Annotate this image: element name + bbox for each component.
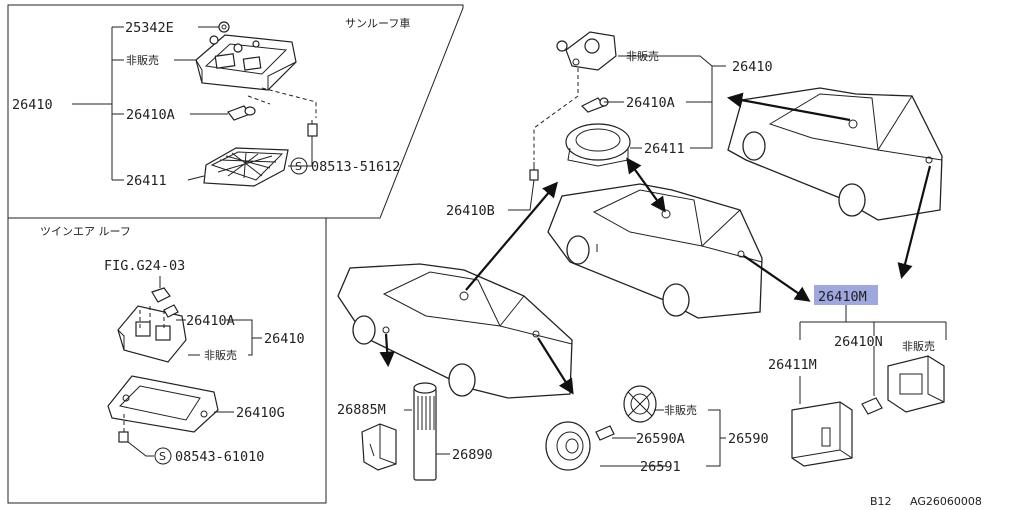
- lens-ring-26411: [565, 123, 631, 167]
- socket-26590: [623, 385, 657, 423]
- label-26410-sunroof: 26410: [12, 97, 53, 113]
- car-sedan-left: [337, 263, 573, 399]
- twin-air-panel-title: ツインエア ルーフ: [40, 225, 131, 238]
- dome-lamp-26410: [556, 31, 617, 71]
- label-screw-08513: 08513-51612: [311, 159, 400, 175]
- label-26410n: 26410N: [834, 334, 883, 350]
- lamp-26890: [413, 382, 437, 481]
- twin-air-bulb: [163, 304, 179, 318]
- label-26410b: 26410B: [446, 203, 495, 219]
- twin-air-lamp-housing: [117, 305, 187, 363]
- bulb-26410a-top: [580, 97, 609, 113]
- label-26410g: 26410G: [236, 405, 285, 421]
- bracket-26885m: [361, 423, 397, 471]
- socket-26410n: [887, 355, 945, 413]
- label-not-for-sale-sunroof: 非販売: [126, 54, 159, 67]
- label-screw-08543: 08543-61010: [175, 449, 264, 465]
- arrows: [379, 92, 932, 395]
- label-fig-g24-03: FIG.G24-03: [104, 258, 185, 274]
- sunroof-lamp-housing: [195, 34, 297, 91]
- label-26411-top: 26411: [644, 141, 685, 157]
- label-26890: 26890: [452, 447, 493, 463]
- screw-symbol-twin: S: [159, 450, 166, 463]
- label-26410-twin: 26410: [264, 331, 305, 347]
- label-26590: 26590: [728, 431, 769, 447]
- sunroof-panel-title: サンルーフ車: [345, 16, 410, 30]
- label-26411-sunroof: 26411: [126, 173, 167, 189]
- label-26410m: 26410M: [818, 289, 867, 305]
- sunroof-panel: サンルーフ車: [12, 16, 410, 189]
- car-hatchback-right: [727, 87, 943, 221]
- label-26885m: 26885M: [337, 402, 386, 418]
- sunroof-clip-25342e: [218, 21, 230, 33]
- lens-26591: [545, 421, 591, 471]
- twin-air-panel: ツインエア ルーフ FIG.G24-03 26410A 2: [40, 225, 305, 465]
- bulb-26590a: [595, 425, 615, 441]
- panel-frames: [7, 4, 464, 504]
- sunroof-bulb: [227, 105, 256, 121]
- label-not-for-sale-twin: 非販売: [204, 349, 237, 362]
- lens-26411m: [791, 401, 853, 467]
- label-not-for-sale-right: 非販売: [902, 340, 935, 353]
- label-26410a-sunroof: 26410A: [126, 107, 175, 123]
- sunroof-lens: [203, 147, 289, 187]
- footer-diagram-id: AG26060008: [910, 495, 982, 508]
- sunroof-screw: [247, 87, 318, 137]
- label-26590a: 26590A: [636, 431, 685, 447]
- footer-page-code: B12: [870, 495, 892, 508]
- label-not-for-sale-bottom: 非販売: [664, 404, 697, 417]
- label-26411m: 26411M: [768, 357, 817, 373]
- highlight-26410m[interactable]: [814, 285, 878, 305]
- label-not-for-sale-top: 非販売: [626, 50, 659, 63]
- car-hatchback-center: [547, 183, 763, 319]
- clip-26410b: [529, 68, 579, 181]
- twin-air-screw: [118, 414, 129, 443]
- label-26410a-top: 26410A: [626, 95, 675, 111]
- twin-air-bracket: [107, 375, 219, 433]
- label-25342e: 25342E: [125, 20, 174, 36]
- screw-symbol-sunroof: S: [295, 160, 302, 173]
- bulb-26410n: [861, 397, 883, 415]
- label-26410a-twin: 26410A: [186, 313, 235, 329]
- twin-air-clip: [151, 287, 171, 303]
- label-26591: 26591: [640, 459, 681, 475]
- label-26410-top: 26410: [732, 59, 773, 75]
